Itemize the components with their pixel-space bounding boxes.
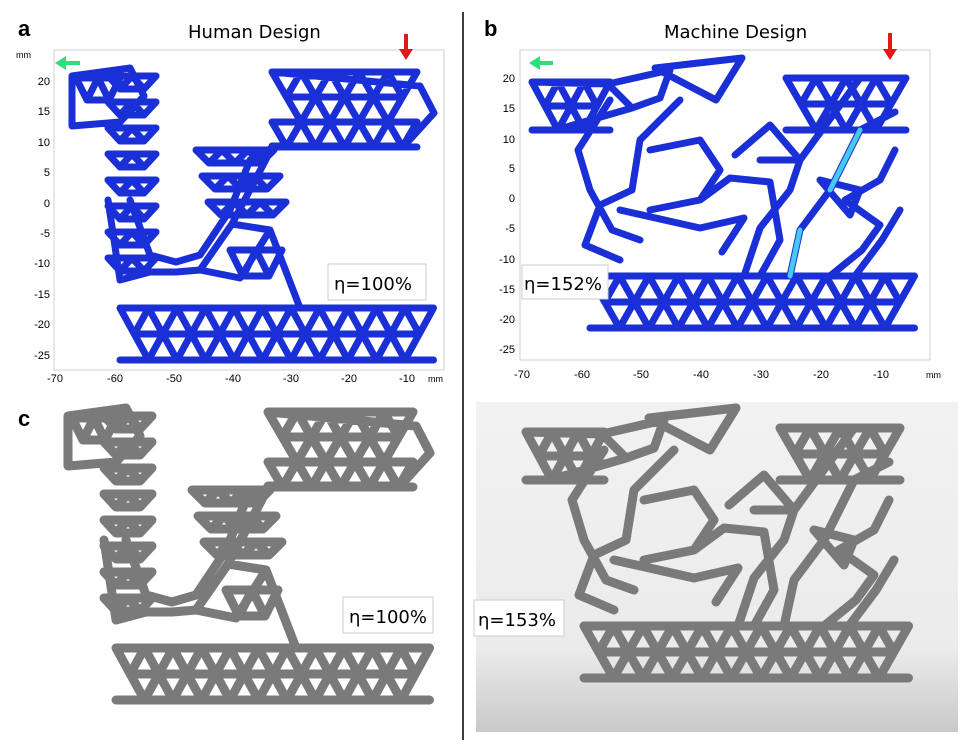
x-tick-label: -50 [633,369,649,381]
x-unit-a: mm [428,374,443,384]
x-tick-label: -20 [813,369,829,381]
efficiency-box-c [342,596,434,634]
axis-ticks-a: -70 -60 -50 -40 -30 -20 -10 20 15 10 5 0 -5 -10 -15 -20… [34,76,415,385]
axis-ticks-b: -70 -60 -50 -40 -30 -20 -10 20 15 10 5 0 -5 -10 -15 -20… [499,73,889,381]
y-tick-label: 15 [503,103,515,115]
efficiency-box-d [473,599,565,637]
y-tick-label: -25 [34,350,50,362]
y-tick-label: -10 [499,254,515,266]
y-tick-label: -20 [499,314,515,326]
input-arrow-icon [55,56,80,70]
x-tick-label: -40 [225,373,241,385]
lattice-struts [63,403,435,705]
x-tick-label: -30 [753,369,769,381]
panel-title-a: Human Design [188,22,321,43]
y-tick-label: 5 [44,167,50,179]
x-unit-b: mm [926,370,941,380]
y-unit-a: mm [16,50,31,60]
y-tick-label: 0 [44,198,50,210]
x-tick-label: -10 [399,373,415,385]
efficiency-label-a: η=100% [334,274,412,295]
efficiency-box-b [521,264,609,300]
y-tick-label: 10 [503,134,515,146]
efficiency-label-d: η=153% [478,610,556,631]
panel-d: d η=153% [473,402,958,732]
lattice-structure-a [68,64,438,364]
panel-b: b Machine Design mm -70-60-50-40-30-20-1… [484,16,941,381]
load-arrow-icon [399,34,413,60]
efficiency-label-c: η=100% [349,607,427,628]
lattice-struts [521,403,913,683]
stress-highlight [787,127,863,279]
x-tick-label: -60 [107,373,123,385]
printed-structure-d [521,403,913,683]
y-tick-label: 15 [38,106,50,118]
y-tick-label: -20 [34,319,50,331]
x-tick-label: -30 [283,373,299,385]
x-tick-label: -50 [166,373,182,385]
x-tick-label: -20 [341,373,357,385]
y-tick-label: 10 [38,137,50,149]
y-tick-label: -5 [40,228,50,240]
panel-letter-b: b [484,16,497,41]
y-tick-label: -5 [505,223,515,235]
panel-c: c η=100% [18,403,435,705]
panel-a: a Human Design mm mm -70-60-50-40-30-20-… [16,16,445,385]
y-tick-label: 0 [509,193,515,205]
x-tick-label: -70 [47,373,63,385]
y-tick-label: -15 [499,284,515,296]
panel-title-b: Machine Design [664,22,807,43]
input-arrow-icon [529,56,553,70]
lattice-struts [68,64,438,364]
panel-letter-a: a [18,16,31,41]
y-tick-label: 20 [38,76,50,88]
x-tick-label: -70 [514,369,530,381]
y-tick-label: -25 [499,344,515,356]
x-tick-label: -40 [693,369,709,381]
efficiency-box-a [327,263,427,301]
y-tick-label: -15 [34,289,50,301]
printed-structure-c [63,403,435,705]
panel-letter-c: c [18,406,30,431]
load-arrow-icon [883,33,897,60]
efficiency-label-b: η=152% [524,274,602,295]
x-tick-label: -60 [574,369,590,381]
y-tick-label: -10 [34,258,50,270]
y-tick-label: 5 [509,163,515,175]
y-tick-label: 20 [503,73,515,85]
lattice-structure-b [528,54,918,332]
x-tick-label: -10 [873,369,889,381]
